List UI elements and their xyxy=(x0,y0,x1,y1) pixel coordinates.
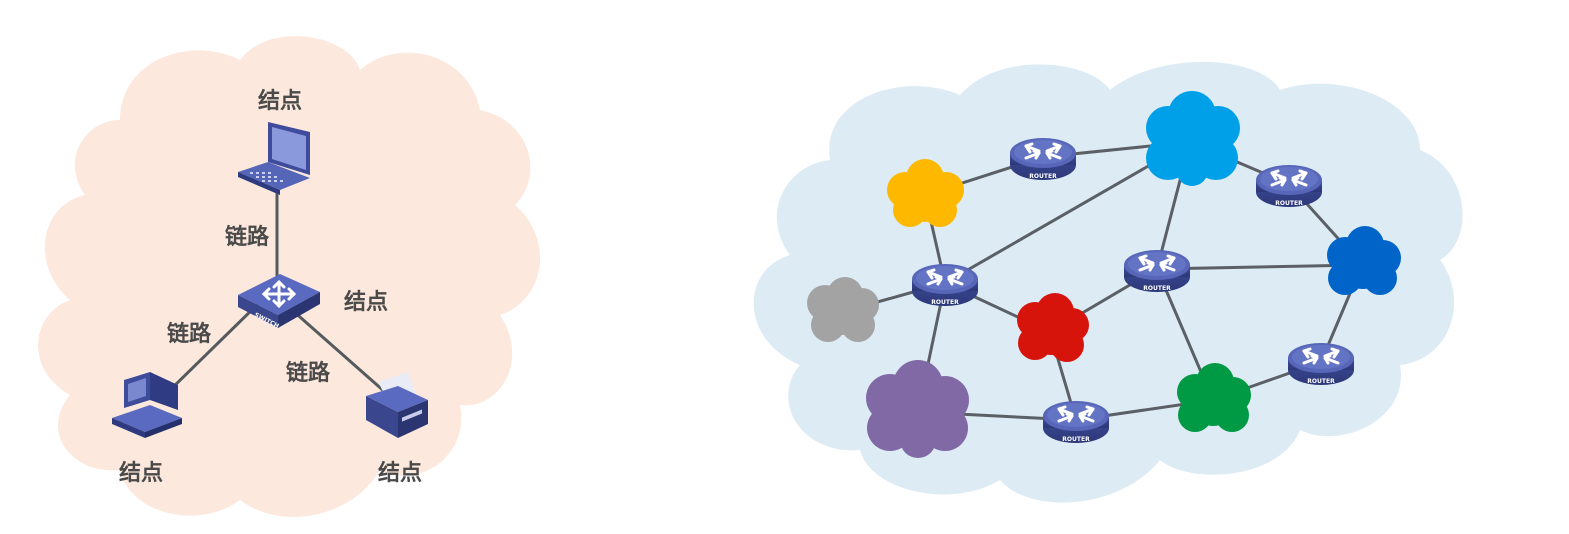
right-mesh-network: ROUTER ROUTER ROUTER ROUTER ROUTER ROUTE… xyxy=(753,61,1463,503)
pc-node-label: 结点 xyxy=(119,460,163,486)
svg-text:ROUTER: ROUTER xyxy=(931,299,959,306)
router-bottom: ROUTER xyxy=(1041,399,1111,445)
router-left: ROUTER xyxy=(910,262,980,308)
link-label-left: 链路 xyxy=(167,321,212,347)
link-label-right: 链路 xyxy=(286,360,331,386)
router-top: ROUTER xyxy=(1008,136,1078,182)
cloud-lightblue xyxy=(1146,91,1240,186)
svg-text:ROUTER: ROUTER xyxy=(1307,378,1335,385)
cloud-darkblue xyxy=(1327,226,1401,295)
svg-text:ROUTER: ROUTER xyxy=(1143,285,1171,292)
printer-icon xyxy=(366,372,428,438)
link-label-top: 链路 xyxy=(225,224,270,250)
cloud-gray xyxy=(807,277,879,342)
router-upper-right: ROUTER xyxy=(1254,163,1324,209)
laptop-icon xyxy=(238,122,310,195)
laptop-node-label: 结点 xyxy=(258,88,302,114)
switch-icon: SWITCH xyxy=(238,274,320,330)
router-lower-right: ROUTER xyxy=(1286,341,1356,387)
svg-text:ROUTER: ROUTER xyxy=(1275,200,1303,207)
printer-node-label: 结点 xyxy=(378,460,422,486)
link-switch-pc xyxy=(166,298,264,394)
cloud-green xyxy=(1177,363,1251,432)
switch-node-label: 结点 xyxy=(344,289,388,315)
router-center: ROUTER xyxy=(1122,248,1192,294)
svg-text:ROUTER: ROUTER xyxy=(1029,173,1057,180)
cloud-red xyxy=(1017,293,1089,362)
desktop-pc-icon xyxy=(112,372,182,438)
left-star-topology: SWITCH 结点 结点 结点 结点 链路 链路 链路 xyxy=(38,36,541,517)
cloud-purple xyxy=(866,360,969,458)
svg-text:ROUTER: ROUTER xyxy=(1062,436,1090,443)
link-switch-printer xyxy=(291,308,386,394)
cloud-yellow xyxy=(887,159,964,227)
